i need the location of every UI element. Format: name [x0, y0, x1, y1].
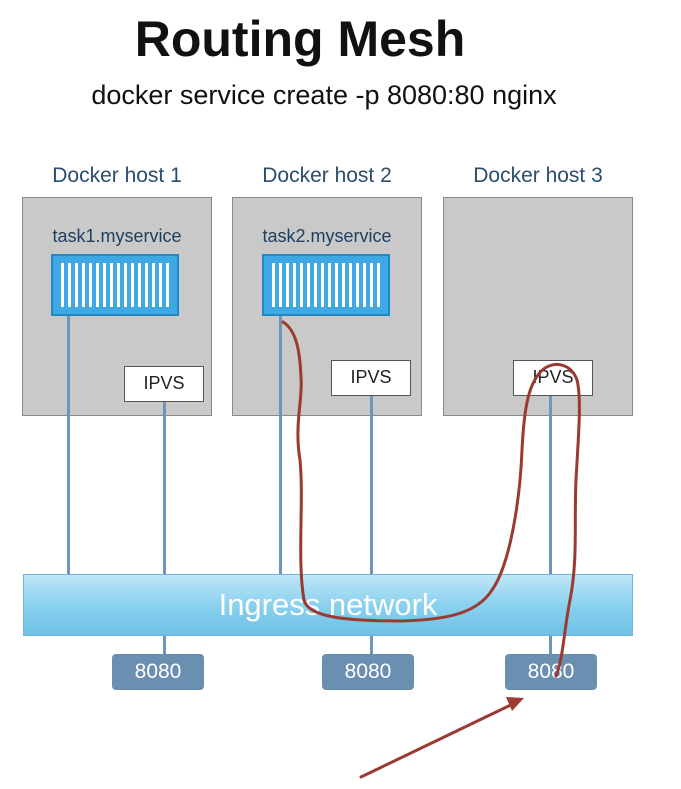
- slide-subtitle: docker service create -p 8080:80 nginx: [91, 80, 557, 110]
- host-2-port: 8080: [322, 654, 414, 690]
- incoming-arrow-head: [506, 697, 524, 711]
- host-1-label: Docker host 1: [52, 164, 182, 187]
- host-3-ipvs-link: [549, 396, 552, 574]
- host-2-task-link: [279, 316, 282, 574]
- host-2-port-link: [370, 636, 373, 654]
- routing-path-line: [281, 320, 581, 678]
- slide-title: Routing Mesh: [134, 11, 466, 67]
- host-1-port: 8080: [112, 654, 204, 690]
- incoming-arrow-line: [359, 700, 519, 779]
- host-1-port-link: [163, 636, 166, 654]
- host-2-ipvs-link: [370, 396, 373, 574]
- host-2-ipvs: IPVS: [331, 360, 411, 396]
- host-3-port-link: [549, 636, 552, 654]
- host-3-label: Docker host 3: [473, 164, 603, 187]
- host-1-task-link: [67, 316, 70, 574]
- host-2-container-icon: [262, 254, 390, 316]
- host-3-port: 8080: [505, 654, 597, 690]
- host-1-ipvs-link: [163, 402, 166, 574]
- ingress-network: Ingress network: [23, 574, 633, 636]
- host-1-task-label: task1.myservice: [52, 226, 182, 246]
- host-1-ipvs: IPVS: [124, 366, 204, 402]
- host-2-label: Docker host 2: [262, 164, 392, 187]
- host-1-container-icon: [51, 254, 179, 316]
- host-2-task-label: task2.myservice: [262, 226, 392, 246]
